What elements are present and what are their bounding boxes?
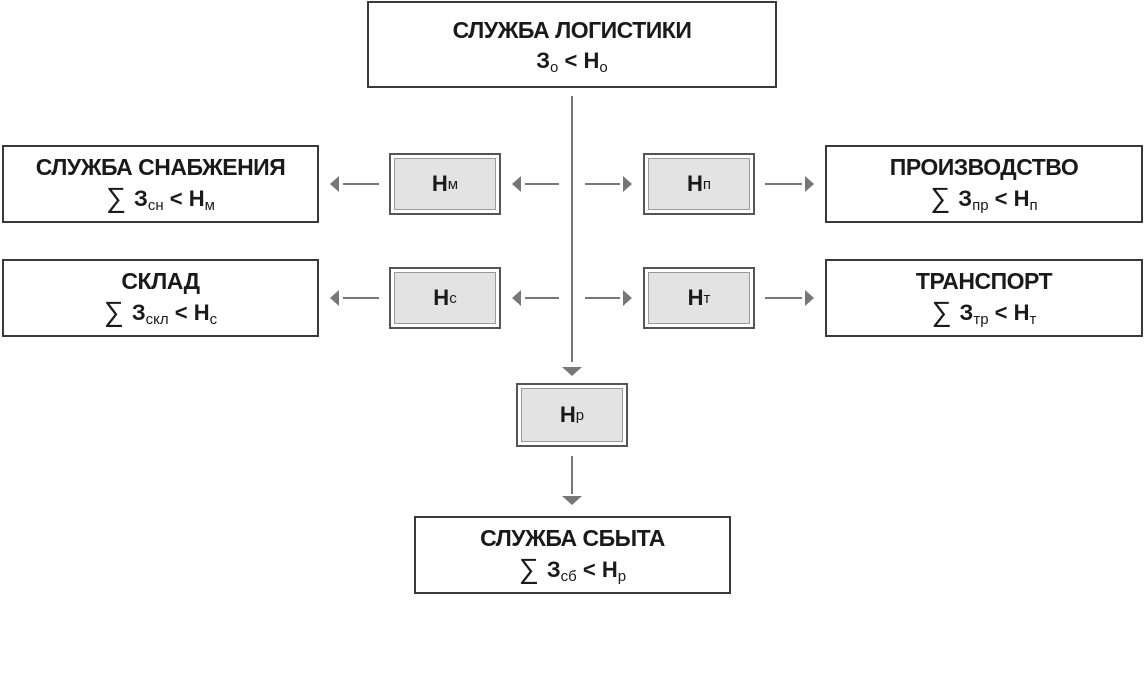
arrow-right-to-nt: [623, 290, 632, 306]
arrow-right-to-production: [805, 176, 814, 192]
supply-formula: ∑Зсн < Нм: [106, 182, 215, 215]
production-title: ПРОИЗВОДСТВО: [889, 154, 1079, 180]
transport-title: ТРАНСПОРТ: [915, 268, 1053, 294]
production-formula: ∑Зпр < Нп: [930, 182, 1038, 215]
arrow-down-to-sales: [562, 496, 582, 505]
sales-box: СЛУЖБА СБЫТА ∑Зсб < Нр: [414, 516, 731, 594]
warehouse-box: СКЛАД ∑Зскл < Нс: [2, 259, 319, 337]
warehouse-formula: ∑Зскл < Нс: [103, 296, 218, 329]
arrow-down-to-nr: [562, 367, 582, 376]
transport-box: ТРАНСПОРТ ∑Зтр < Нт: [825, 259, 1143, 337]
sales-title: СЛУЖБА СБЫТА: [480, 525, 665, 551]
supply-title: СЛУЖБА СНАБЖЕНИЯ: [35, 154, 286, 180]
production-box: ПРОИЗВОДСТВО ∑Зпр < Нп: [825, 145, 1143, 223]
arrow-left-to-supply: [330, 176, 339, 192]
sum-icon: ∑: [103, 296, 124, 327]
sum-icon: ∑: [518, 553, 539, 584]
arrow-right-to-np: [623, 176, 632, 192]
arrow-left-to-nm: [512, 176, 521, 192]
sum-icon: ∑: [930, 182, 951, 213]
supply-box: СЛУЖБА СНАБЖЕНИЯ ∑Зсн < Нм: [2, 145, 319, 223]
logistics-title: СЛУЖБА ЛОГИСТИКИ: [452, 17, 692, 43]
logistics-box: СЛУЖБА ЛОГИСТИКИ Зо < Но: [367, 1, 777, 88]
arrow-right-to-transport: [805, 290, 814, 306]
arrow-left-to-warehouse: [330, 290, 339, 306]
sum-icon: ∑: [106, 182, 127, 213]
arrow-left-to-ns: [512, 290, 521, 306]
logistics-formula: Зо < Но: [536, 48, 608, 76]
warehouse-title: СКЛАД: [121, 268, 200, 294]
sales-formula: ∑Зсб < Нр: [518, 553, 627, 586]
transport-formula: ∑Зтр < Нт: [931, 296, 1037, 329]
sum-icon: ∑: [931, 296, 952, 327]
